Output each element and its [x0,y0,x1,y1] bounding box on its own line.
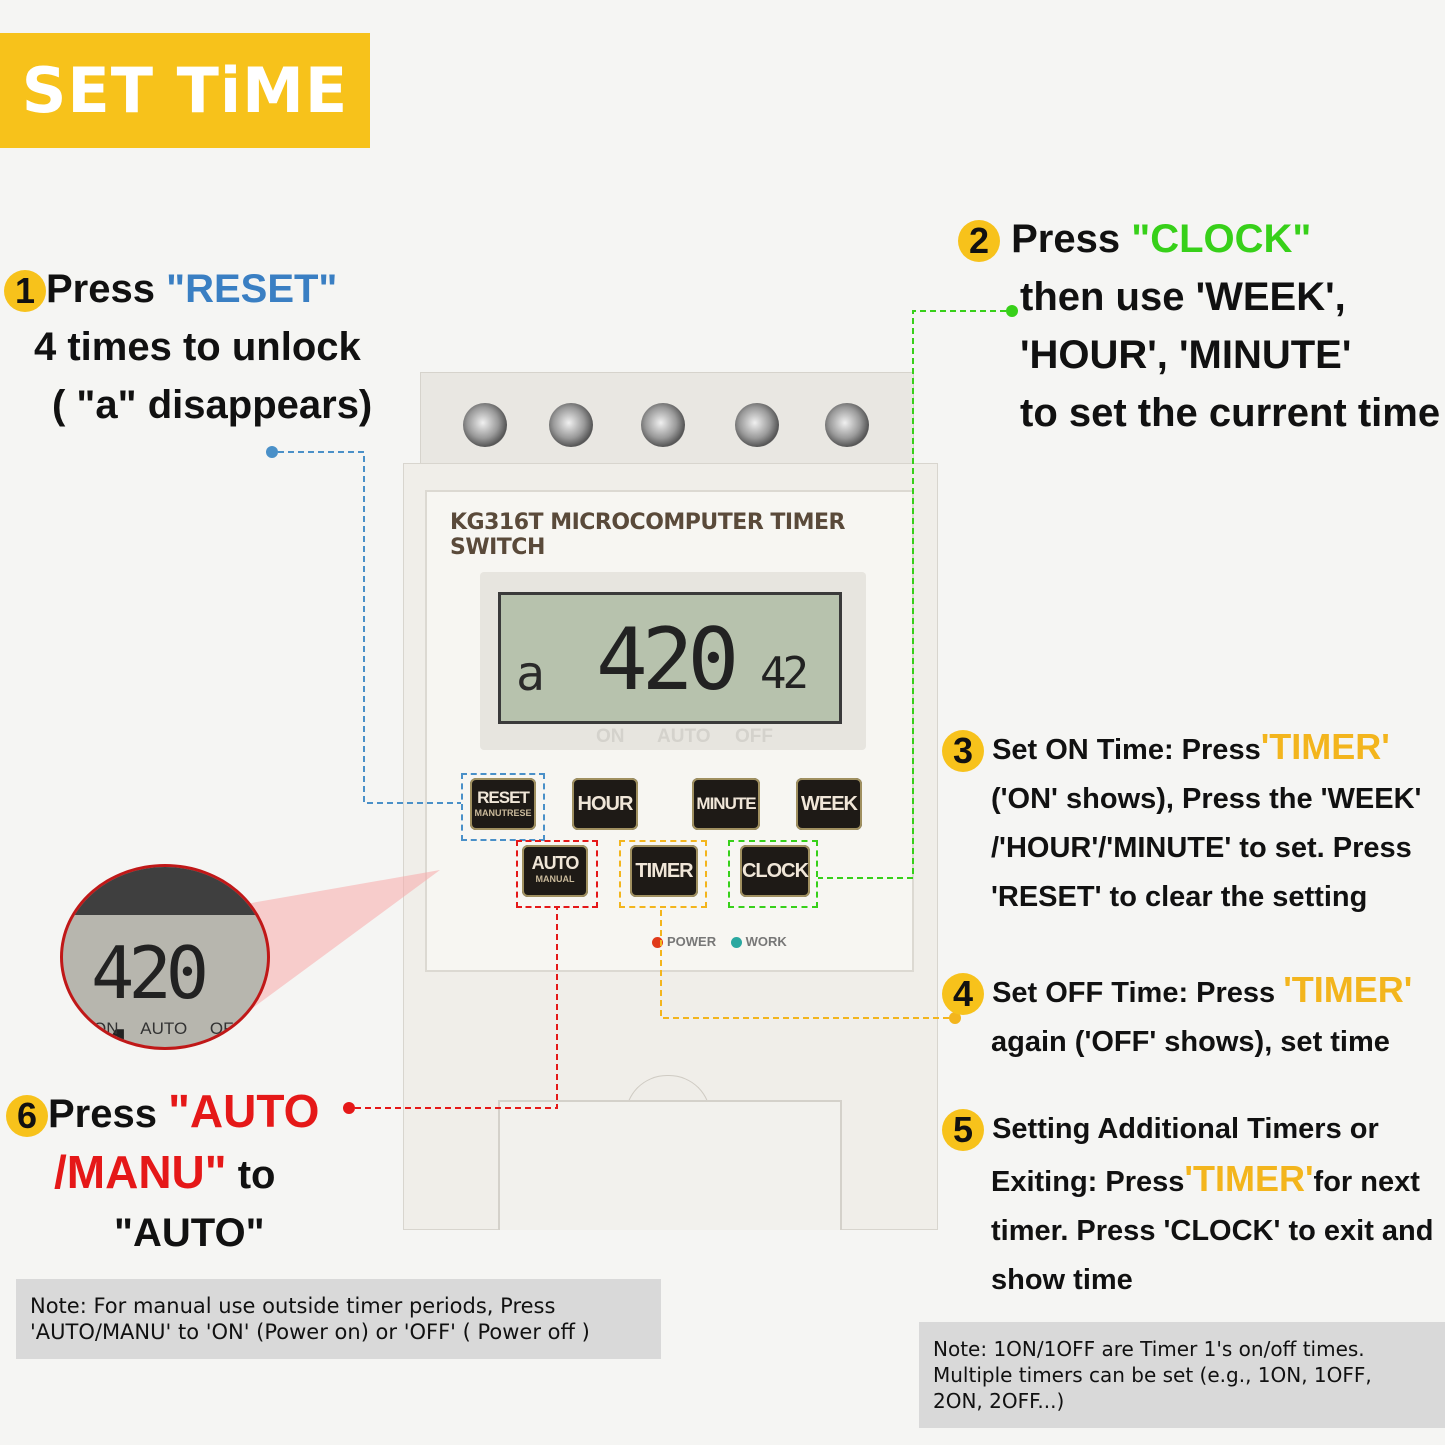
timer-highlight [619,840,707,908]
lcd-display [498,592,842,724]
step-4-line-2: again ('OFF' shows), set time [991,1026,1390,1058]
step-5-tail: for next [1313,1166,1420,1198]
note-timers-line-1: Note: 1ON/1OFF are Timer 1's on/off time… [933,1337,1365,1361]
step-4-number: 4 [942,973,984,1016]
step-2-key: "CLOCK" [1131,217,1312,261]
terminal-block [420,372,914,470]
step-1-number: 1 [4,270,46,313]
reset-highlight [461,773,545,841]
work-led-icon [730,937,742,949]
step-3-key: 'TIMER' [1260,726,1390,767]
hour-button[interactable]: HOUR [572,778,638,830]
zoom-lcd-frame [63,867,267,915]
terminal-cover [498,1100,842,1230]
auto-button-label: AUTO [531,853,580,873]
step-3: 3 Set ON Time: Press'TIMER' ('ON' shows)… [942,722,1421,922]
step-1-key: "RESET" [166,267,338,311]
auto-highlight [516,840,598,908]
note-timers-line-2: Multiple timers can be set (e.g., 1ON, 1… [933,1363,1372,1387]
auto-button-sublabel: MANUAL [535,874,575,884]
auto-connector-dot [343,1102,355,1114]
week-button[interactable]: WEEK [796,778,862,830]
step-6-lead: Press [48,1092,169,1136]
device-model-label: KG316T MICROCOMPUTER TIMER SWITCH [450,510,845,560]
step-4-key: 'TIMER' [1283,969,1413,1010]
step-5-lead: Exiting: Press [991,1166,1185,1198]
step-5-line-4: show time [991,1264,1133,1296]
step-2-line-2: then use 'WEEK', [1020,275,1346,319]
lcd-label-off: OFF [735,726,773,747]
step-4: 4 Set OFF Time: Press 'TIMER' again ('OF… [942,965,1412,1067]
step-4-line-1: 4 Set OFF Time: Press 'TIMER' [942,965,1412,1018]
step-5-lead-line: Setting Additional Timers or [992,1113,1379,1145]
step-3-line-3: /'HOUR'/'MINUTE' to set. Press [991,832,1412,864]
note-manual-line-2: 'AUTO/MANU' to 'ON' (Power on) or 'OFF' … [30,1320,590,1344]
lcd-seconds: 42 [760,648,809,699]
step-1-lead: Press [46,267,167,311]
step-6-line-2: /MANU" to [6,1143,319,1204]
step-3-line-2: ('ON' shows), Press the 'WEEK' [991,783,1422,815]
lcd-label-auto: AUTO [657,726,711,747]
step-5-line-3: timer. Press 'CLOCK' to exit and [991,1215,1434,1247]
step-2-number: 2 [958,220,1000,263]
terminal-screw-icon [549,403,593,447]
note-multiple-timers: Note: 1ON/1OFF are Timer 1's on/off time… [919,1322,1445,1428]
zoom-lcd-digits: 420 4 [91,931,209,1047]
reset-button-label: RESET [477,788,530,807]
reset-connector-dot [266,446,278,458]
work-led-label: WORK [745,934,787,949]
minute-button[interactable]: MINUTE [692,778,760,830]
note-timers-line-3: 2ON, 2OFF...) [933,1389,1065,1413]
step-6-line-3: "AUTO" [114,1211,265,1255]
terminal-screw-icon [463,403,507,447]
timer-button[interactable]: TIMER [630,845,698,897]
note-manual-line-1: Note: For manual use outside timer perio… [30,1294,556,1318]
step-3-number: 3 [942,730,984,773]
step-2-lead: Press [1011,217,1132,261]
title-banner: SET TiME [0,33,370,148]
step-5: 5 Setting Additional Timers or Exiting: … [942,1105,1433,1305]
lcd-zoom-lens: 420 4 ON AUTO OF [60,864,270,1050]
step-3-line-1: 3 Set ON Time: Press'TIMER' [942,722,1421,775]
step-5-key: 'TIMER' [1184,1158,1314,1199]
step-4-lead: Set OFF Time: Press [992,977,1284,1009]
power-led-icon [652,937,663,949]
step-6-mid: to [226,1153,276,1197]
reset-button[interactable]: RESET MANUTRESE [470,778,536,830]
terminal-screw-icon [825,403,869,447]
status-leds: POWER WORK [652,934,787,949]
terminal-screw-icon [735,403,779,447]
step-1-line-3: ( "a" disappears) [52,383,373,427]
step-3-line-4: 'RESET' to clear the setting [991,881,1368,913]
step-2-line-1: 2 Press "CLOCK" [958,210,1440,268]
step-2: 2 Press "CLOCK" then use 'WEEK', 'HOUR',… [958,210,1440,442]
reset-button-sublabel: MANUTRESE [474,808,532,818]
step-3-lead: Set ON Time: Press [992,734,1261,766]
step-6-key-2: /MANU" [54,1146,227,1198]
step-5-number: 5 [942,1109,984,1152]
step-1-line-2: 4 times to unlock [34,325,361,369]
clock-button[interactable]: CLOCK [740,845,810,897]
lcd-lock-indicator: a [516,646,545,702]
clock-highlight [728,840,818,908]
step-6-key-1: "AUTO [168,1085,320,1137]
note-manual-use: Note: For manual use outside timer perio… [16,1279,661,1359]
step-2-line-4: to set the current time [1020,391,1441,435]
step-6-number: 6 [6,1095,48,1138]
lcd-time: 420 [596,610,739,710]
step-2-line-3: 'HOUR', 'MINUTE' [1020,333,1352,377]
zoom-lcd-labels: ON AUTO OF [93,1019,234,1038]
power-led-label: POWER [667,934,717,949]
step-5-line-1: 5 Setting Additional Timers or [942,1105,1433,1154]
lcd-label-on: ON [596,726,625,747]
step-5-line-2: Exiting: Press'TIMER'for next [942,1154,1433,1207]
auto-manual-button[interactable]: AUTO MANUAL [522,845,588,897]
terminal-screw-icon [641,403,685,447]
